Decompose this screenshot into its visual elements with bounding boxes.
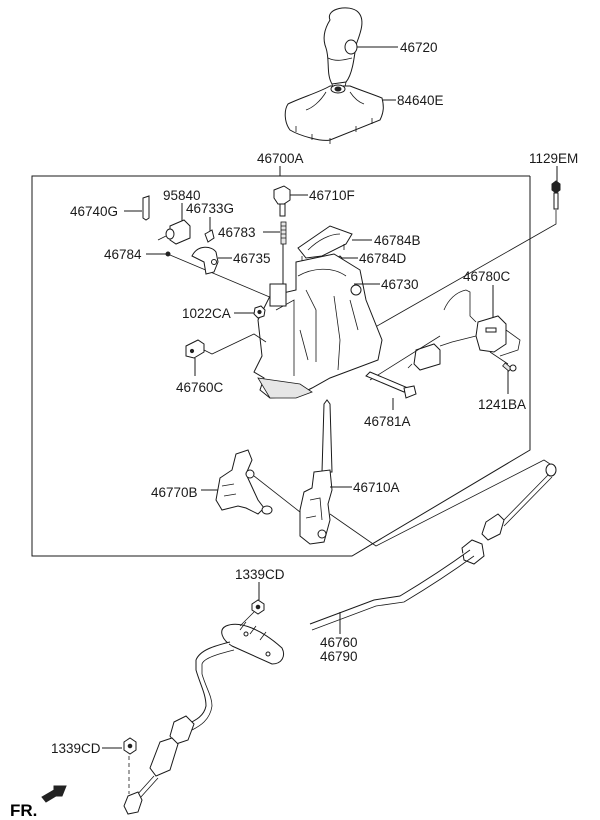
label-1339CD-top: 1339CD [235, 567, 285, 582]
shift-knob[interactable] [323, 7, 363, 93]
label-46784B: 46784B [374, 233, 421, 248]
label-46780C: 46780C [463, 269, 511, 284]
label-46760C: 46760C [176, 380, 224, 395]
label-46770B: 46770B [151, 485, 198, 500]
leader-line [489, 351, 509, 365]
label-46733G: 46733G [186, 201, 234, 216]
nut-1339CD-top[interactable] [251, 599, 265, 615]
leader-line [203, 333, 267, 355]
bracket-46740G[interactable] [142, 195, 150, 221]
label-1022CA: 1022CA [182, 306, 231, 321]
assembly-boundary [31, 175, 531, 557]
label-fr: FR. [10, 801, 37, 820]
bolt-1241BA[interactable] [502, 362, 517, 372]
arrow-left-icon [41, 785, 67, 803]
label-1339CD-bottom: 1339CD [51, 741, 101, 756]
label-46710F: 46710F [309, 188, 355, 203]
label-46781A: 46781A [364, 414, 411, 429]
nut-1339CD-bottom[interactable] [123, 737, 137, 755]
label-1129EM: 1129EM [529, 151, 578, 166]
nut-1022CA[interactable] [253, 305, 266, 319]
part-46770B[interactable] [215, 449, 273, 515]
leader-line [169, 254, 273, 299]
part-46735[interactable] [191, 246, 219, 275]
lever-46710A[interactable] [299, 399, 333, 545]
cover-46784B[interactable] [297, 225, 353, 262]
label-46760: 46760 [320, 635, 358, 650]
label-46784: 46784 [104, 247, 142, 262]
label-95840: 95840 [163, 188, 201, 203]
label-46783: 46783 [218, 225, 256, 240]
label-46730: 46730 [381, 277, 419, 292]
spring-46783[interactable] [280, 221, 287, 245]
leader-line [253, 475, 301, 513]
bolt-1129EM[interactable] [551, 180, 561, 210]
label-46740G: 46740G [70, 204, 118, 219]
front-direction-indicator: FR. [10, 785, 67, 820]
boot-cover[interactable] [284, 84, 384, 144]
leader-line [239, 611, 255, 627]
pin-46784[interactable] [165, 251, 171, 257]
label-46710A: 46710A [353, 480, 400, 495]
leader-line [369, 210, 557, 331]
connector-46710F[interactable] [273, 185, 291, 217]
leader-line [329, 459, 557, 547]
pin-46781A[interactable] [365, 371, 417, 399]
housing-46730[interactable] [253, 253, 383, 399]
shift-cable[interactable] [123, 463, 557, 815]
label-46790: 46790 [320, 649, 358, 664]
label-1241BA: 1241BA [478, 397, 526, 412]
label-46700A: 46700A [257, 151, 304, 166]
label-46735: 46735 [233, 251, 271, 266]
module-46780C[interactable] [407, 289, 521, 371]
label-46720: 46720 [400, 40, 438, 55]
label-46784D: 46784D [359, 251, 407, 266]
clip-46760C[interactable] [185, 339, 205, 359]
leader-line [369, 335, 441, 381]
label-84640E: 84640E [397, 93, 444, 108]
part-46733G[interactable] [204, 229, 215, 243]
switch-95840[interactable] [157, 219, 191, 245]
